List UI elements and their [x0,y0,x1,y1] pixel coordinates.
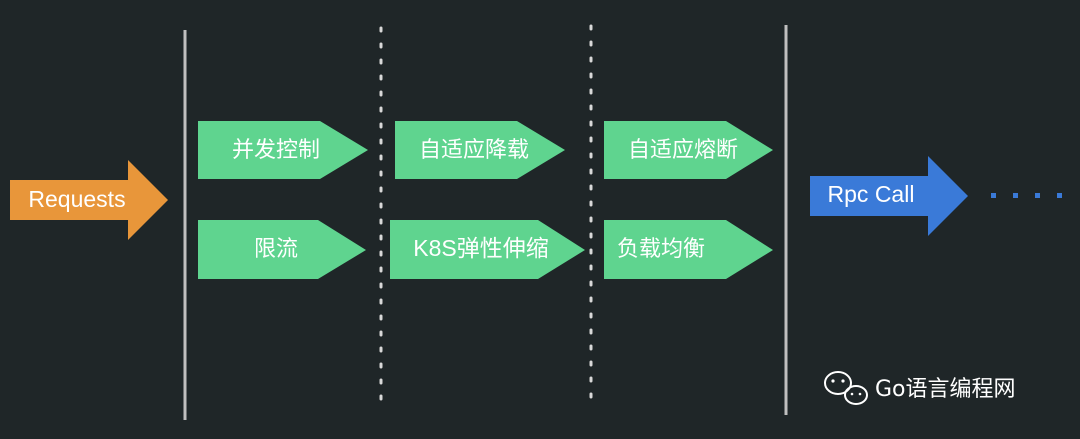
stage-2-top-arrow: 自适应降载 [395,121,565,179]
stage-1-top-arrow-shape [198,121,368,179]
requests-arrow-shape [10,160,168,240]
stage-3-bottom-arrow: 负载均衡 [604,220,773,279]
stage-3-top-arrow-shape [604,121,773,179]
concurrency-control-label: 并发控制 [232,138,320,163]
k8s-autoscaling-label: K8S弹性伸缩 [413,235,548,261]
watermark: Go语言编程网 [824,371,1016,405]
rpc-call-arrow: Rpc Call [810,156,968,236]
stage-3-bottom-arrow-shape [604,220,773,279]
stage-1-top-arrow: 并发控制 [198,121,368,179]
stage-2-bottom-arrow-shape [390,220,585,279]
adaptive-breaker-label: 自适应熔断 [628,138,738,163]
rpc-call-arrow-shape [810,156,968,236]
rate-limit-label: 限流 [254,237,298,262]
stage-3-top-arrow: 自适应熔断 [604,121,773,179]
ellipsis-dot [1057,193,1062,198]
stage-2-bottom-arrow: K8S弹性伸缩 [390,220,585,279]
stage-1-bottom-arrow: 限流 [198,220,366,279]
stage-2-top-arrow-shape [395,121,565,179]
ellipsis-dot [991,193,996,198]
watermark-text: Go语言编程网 [875,377,1016,402]
requests-label: Requests [28,186,125,212]
wechat-icon [824,371,868,405]
ellipsis-dot [1035,193,1040,198]
load-balancing-label: 负载均衡 [617,237,705,262]
adaptive-shedding-label: 自适应降载 [419,138,529,163]
stage-1-bottom-arrow-shape [198,220,366,279]
ellipsis-dot [1013,193,1018,198]
continuation-ellipsis [991,193,1062,198]
requests-arrow: Requests [10,160,168,240]
rpc-call-label: Rpc Call [828,181,915,207]
